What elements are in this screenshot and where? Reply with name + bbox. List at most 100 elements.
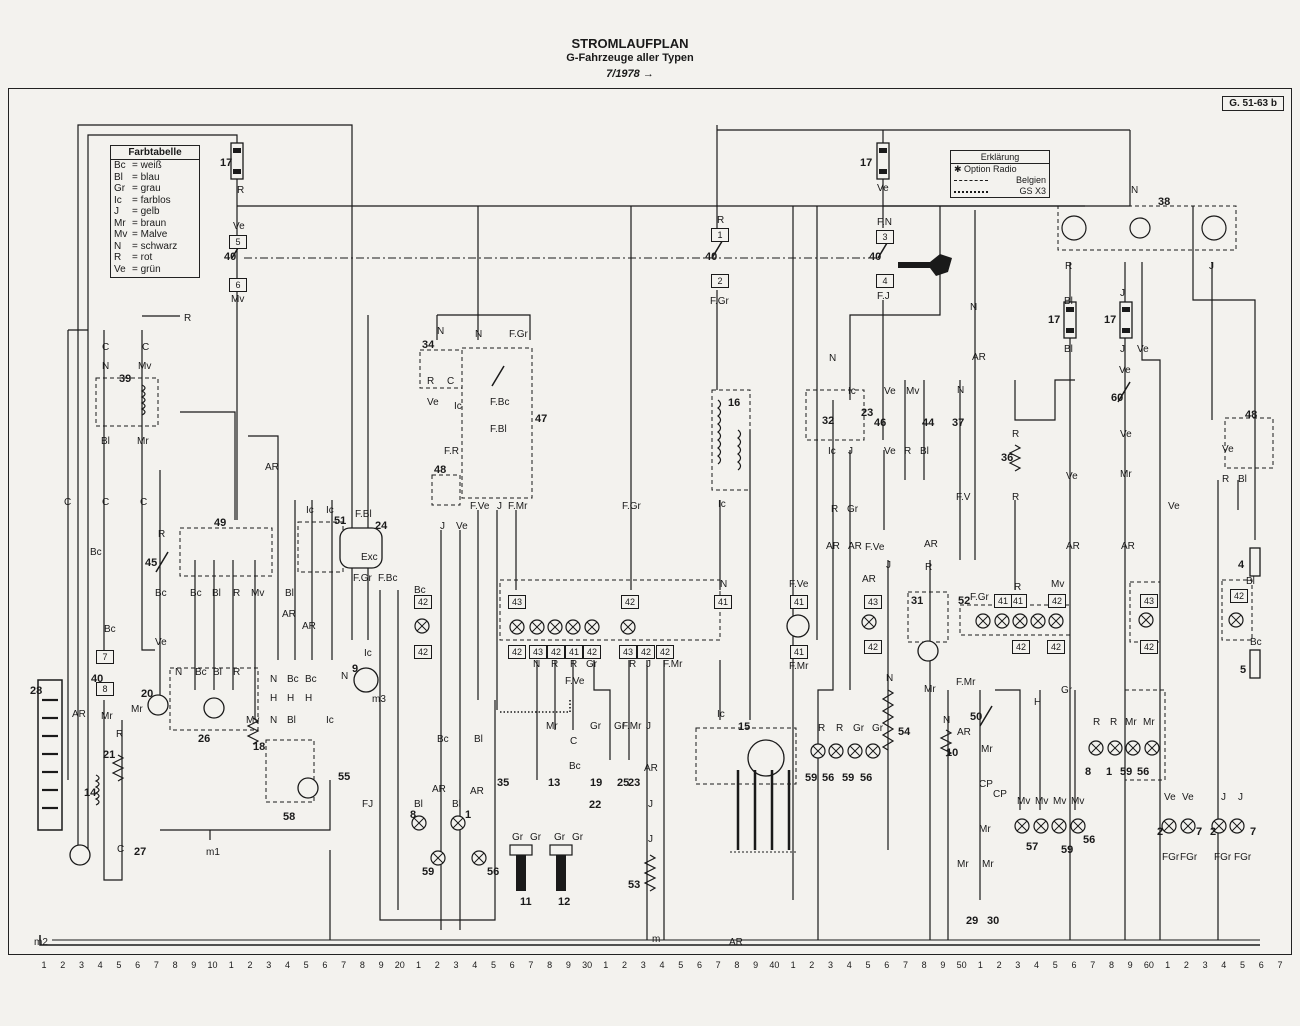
schematic-frame	[8, 88, 1292, 955]
wire-label: AR	[862, 574, 876, 585]
component-number: 40	[91, 673, 104, 685]
coil-box	[711, 389, 751, 491]
wire-label: F.Gr	[509, 329, 528, 340]
component-number: 56	[1137, 766, 1150, 778]
wire-label: N	[957, 385, 965, 396]
wire-label: R	[717, 215, 725, 226]
grid-column-number: 7	[1277, 960, 1283, 970]
alternator-icon	[353, 667, 379, 693]
wire-label: Gr	[847, 504, 859, 515]
component-number: 17	[220, 157, 233, 169]
connector-block: 2	[711, 274, 729, 288]
lamp-icon	[1107, 740, 1123, 756]
wire-label: Bl	[1238, 474, 1247, 485]
wire-label: C	[102, 497, 110, 508]
wire-label: Mr	[981, 744, 993, 755]
wire-label: R	[1065, 261, 1073, 272]
lamp-icon	[861, 614, 877, 630]
wire-label: Bc	[414, 585, 426, 596]
wire-label: AR	[848, 541, 862, 552]
connector-block: 42	[1230, 589, 1248, 603]
grid-column-number: 60	[1143, 960, 1154, 970]
grid-column-number: 5	[303, 960, 309, 970]
grid-column-number: 9	[378, 960, 384, 970]
switch-box	[431, 474, 461, 506]
horn-icon	[556, 855, 566, 891]
component-number: 20	[141, 688, 154, 700]
wire-label: Mv	[1053, 796, 1067, 807]
lamp-icon	[529, 619, 545, 635]
wire-label: FGr	[1214, 852, 1232, 863]
resistor-icon	[111, 754, 125, 782]
wire-label: R	[831, 504, 839, 515]
wire-label: Bc	[305, 674, 317, 685]
color-name: = grau	[132, 183, 161, 194]
wire-label: Mv	[906, 386, 920, 397]
wire-label: J	[648, 834, 653, 845]
grid-column-number: 6	[322, 960, 328, 970]
wire-label: R	[904, 446, 912, 457]
wire-label: Ic	[717, 709, 725, 720]
component-number: 17	[1104, 314, 1117, 326]
wire	[77, 124, 353, 850]
wire-label: Ve	[1119, 365, 1131, 376]
wire-label: F.Ve	[470, 501, 490, 512]
wire-label: Gr	[554, 832, 566, 843]
brake-light-box	[907, 591, 949, 643]
grid-column-number: 4	[97, 960, 103, 970]
wire-label: F.Bl	[355, 509, 372, 520]
grid-column-number: 9	[753, 960, 759, 970]
wire-label: Bc	[195, 667, 207, 678]
component-number: 48	[434, 464, 447, 476]
wire-label: Bl	[452, 799, 461, 810]
wiper-motor-box	[169, 667, 259, 731]
color-table-row: Gr= grau	[111, 183, 199, 195]
regulator-icon	[339, 527, 383, 569]
wire	[437, 314, 531, 340]
wire-label: Bl	[287, 715, 296, 726]
wire-label: AR	[1066, 541, 1080, 552]
lamp-icon	[411, 815, 427, 831]
wire-label: Mr	[982, 859, 994, 870]
wire-label: m3	[372, 694, 386, 705]
component-number: 2	[1157, 826, 1164, 838]
grid-column-number: 1	[790, 960, 796, 970]
wire-label: F.Mr	[508, 501, 528, 512]
wire-label: J	[648, 799, 653, 810]
grid-column-number: 7	[528, 960, 534, 970]
color-name: = schwarz	[132, 240, 178, 252]
grid-column-number: 6	[1258, 960, 1264, 970]
resistor-icon	[246, 717, 260, 745]
wire-label: Bl	[101, 436, 110, 447]
color-table-row: Mv= Malve	[111, 229, 199, 241]
lamp-box	[1221, 579, 1253, 641]
lamp-icon	[847, 743, 863, 759]
clock-icon	[786, 614, 810, 638]
component-number: 28	[30, 685, 43, 697]
component-number: 50	[970, 711, 983, 723]
connector-block: 6	[229, 278, 247, 292]
wire-label: H	[305, 693, 313, 704]
diagram-date: 7/1978 →	[606, 68, 654, 80]
wire-label: Mr	[1125, 717, 1137, 728]
connector-block: 42	[583, 645, 601, 659]
wire	[593, 660, 611, 760]
component-number: 35	[497, 777, 510, 789]
switch-icon	[979, 705, 993, 727]
wire-label: N	[475, 329, 483, 340]
grid-column-number: 50	[956, 960, 967, 970]
wire-label: F.J	[877, 291, 890, 302]
wire-label: J	[886, 560, 891, 571]
connector-block: 41	[790, 645, 808, 659]
component-number: 49	[214, 517, 227, 529]
coil-icon	[737, 429, 742, 471]
grid-column-number: 2	[1183, 960, 1189, 970]
component-number: 5	[1240, 664, 1247, 676]
lamp-icon	[1030, 613, 1046, 629]
wiper-switch-box	[179, 527, 273, 577]
wire-label: N	[437, 326, 445, 337]
component-number: 16	[728, 397, 741, 409]
wire-label: AR	[282, 609, 296, 620]
wire	[1014, 379, 1075, 421]
